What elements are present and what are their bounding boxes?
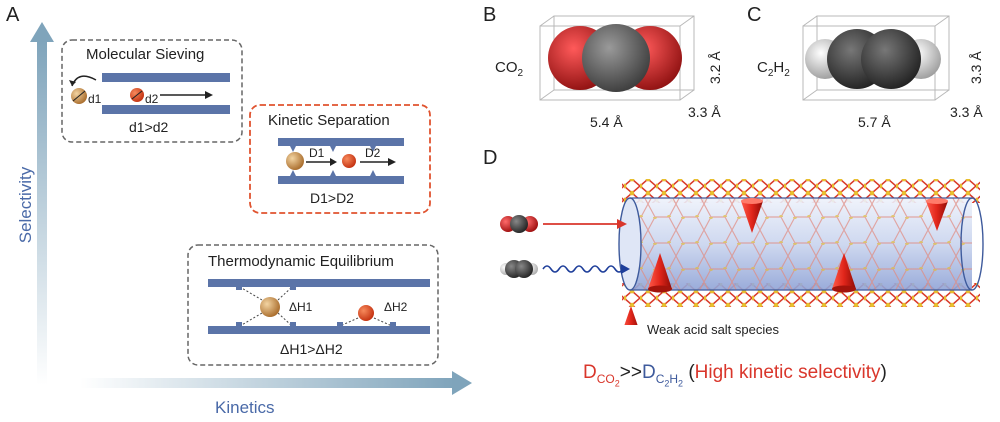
- conclusion-d-c2h2: DC2H2: [641, 362, 684, 389]
- c2h2-label-sub2: 2: [784, 68, 790, 79]
- sieving-box: [61, 39, 243, 143]
- co2-depth: 3.3 Å: [688, 104, 721, 120]
- panel-label-a: A: [6, 4, 20, 26]
- c2h2-molecule-small: [500, 260, 538, 278]
- c2h2-depth: 3.3 Å: [950, 104, 983, 120]
- thermo-bar-bottom: [208, 326, 430, 334]
- thermo-bar-top: [208, 279, 430, 287]
- co2-molecule-model: [539, 15, 695, 101]
- kinetic-molecule-2: [342, 154, 356, 168]
- kinetic-D2-label: D2: [365, 146, 381, 160]
- thermo-h2-label: ΔH2: [384, 300, 408, 314]
- conclusion-paren-close: ): [880, 362, 887, 383]
- thermo-molecule-1: [260, 297, 280, 317]
- c2h2-length: 5.7 Å: [858, 114, 891, 130]
- c2h2-slow-arrow: [542, 265, 624, 273]
- c2h2-label-sub1: 2: [767, 68, 774, 79]
- conclusion-paren-open: (: [688, 362, 695, 383]
- legend-label: Weak acid salt species: [647, 322, 779, 337]
- sieving-d2-label: d2: [145, 92, 159, 106]
- co2-label: CO2: [495, 59, 523, 79]
- kinetic-D1-label: D1: [309, 146, 325, 160]
- conclusion-gg: >>: [619, 362, 642, 383]
- kinetic-relation: D1>D2: [310, 190, 354, 206]
- thermo-box: [187, 244, 439, 366]
- conclusion-line: DCO2>>DC2H2 (High kinetic selectivity): [583, 362, 887, 388]
- co2-height: 3.2 Å: [707, 51, 723, 84]
- x-axis-label: Kinetics: [215, 398, 275, 417]
- c2h2-label-c: C: [757, 59, 768, 76]
- panel-label-b: B: [483, 4, 497, 26]
- thermo-title: Thermodynamic Equilibrium: [208, 253, 394, 270]
- co2-molecule-small: [500, 215, 538, 233]
- conclusion-d-co2: DCO2: [583, 362, 620, 389]
- y-axis-arrow: [30, 22, 54, 385]
- conclusion-text: High kinetic selectivity: [694, 362, 881, 383]
- kinetic-teeth: [290, 146, 376, 176]
- channel-diagram: [500, 179, 984, 325]
- c2h2-label-h: H: [773, 59, 785, 76]
- sieving-title: Molecular Sieving: [86, 46, 205, 63]
- kinetic-molecule-1: [286, 152, 304, 170]
- kinetic-bar-top: [278, 138, 404, 146]
- c2h2-height: 3.3 Å: [968, 51, 984, 84]
- panel-label-c: C: [747, 4, 762, 26]
- panel-label-d: D: [483, 147, 498, 169]
- x-axis-arrow: [80, 371, 472, 395]
- c2h2-molecule-model: [802, 15, 950, 101]
- sieving-bar-top: [102, 73, 230, 82]
- co2-label-sub: 2: [517, 68, 524, 79]
- sieving-bar-bottom: [102, 105, 230, 114]
- y-axis-label: Selectivity: [16, 166, 35, 244]
- thermo-h1-label: ΔH1: [289, 300, 313, 314]
- thermo-relation: ΔH1>ΔH2: [280, 341, 343, 357]
- kinetic-bar-bottom: [278, 176, 404, 184]
- c2h2-label: C2H2: [757, 59, 790, 79]
- kinetic-box: [249, 104, 431, 214]
- kinetic-title: Kinetic Separation: [268, 112, 390, 129]
- legend-cone: [624, 306, 638, 325]
- sieving-bounce-arrow: [71, 75, 97, 87]
- thermo-molecule-2: [358, 305, 374, 321]
- axes-graphic: [30, 22, 472, 395]
- co2-length: 5.4 Å: [590, 114, 623, 130]
- weak-acid-cones: [648, 198, 948, 293]
- co2-label-main: CO: [495, 59, 518, 76]
- sieving-d1-label: d1: [88, 92, 102, 106]
- sieving-relation: d1>d2: [129, 119, 169, 135]
